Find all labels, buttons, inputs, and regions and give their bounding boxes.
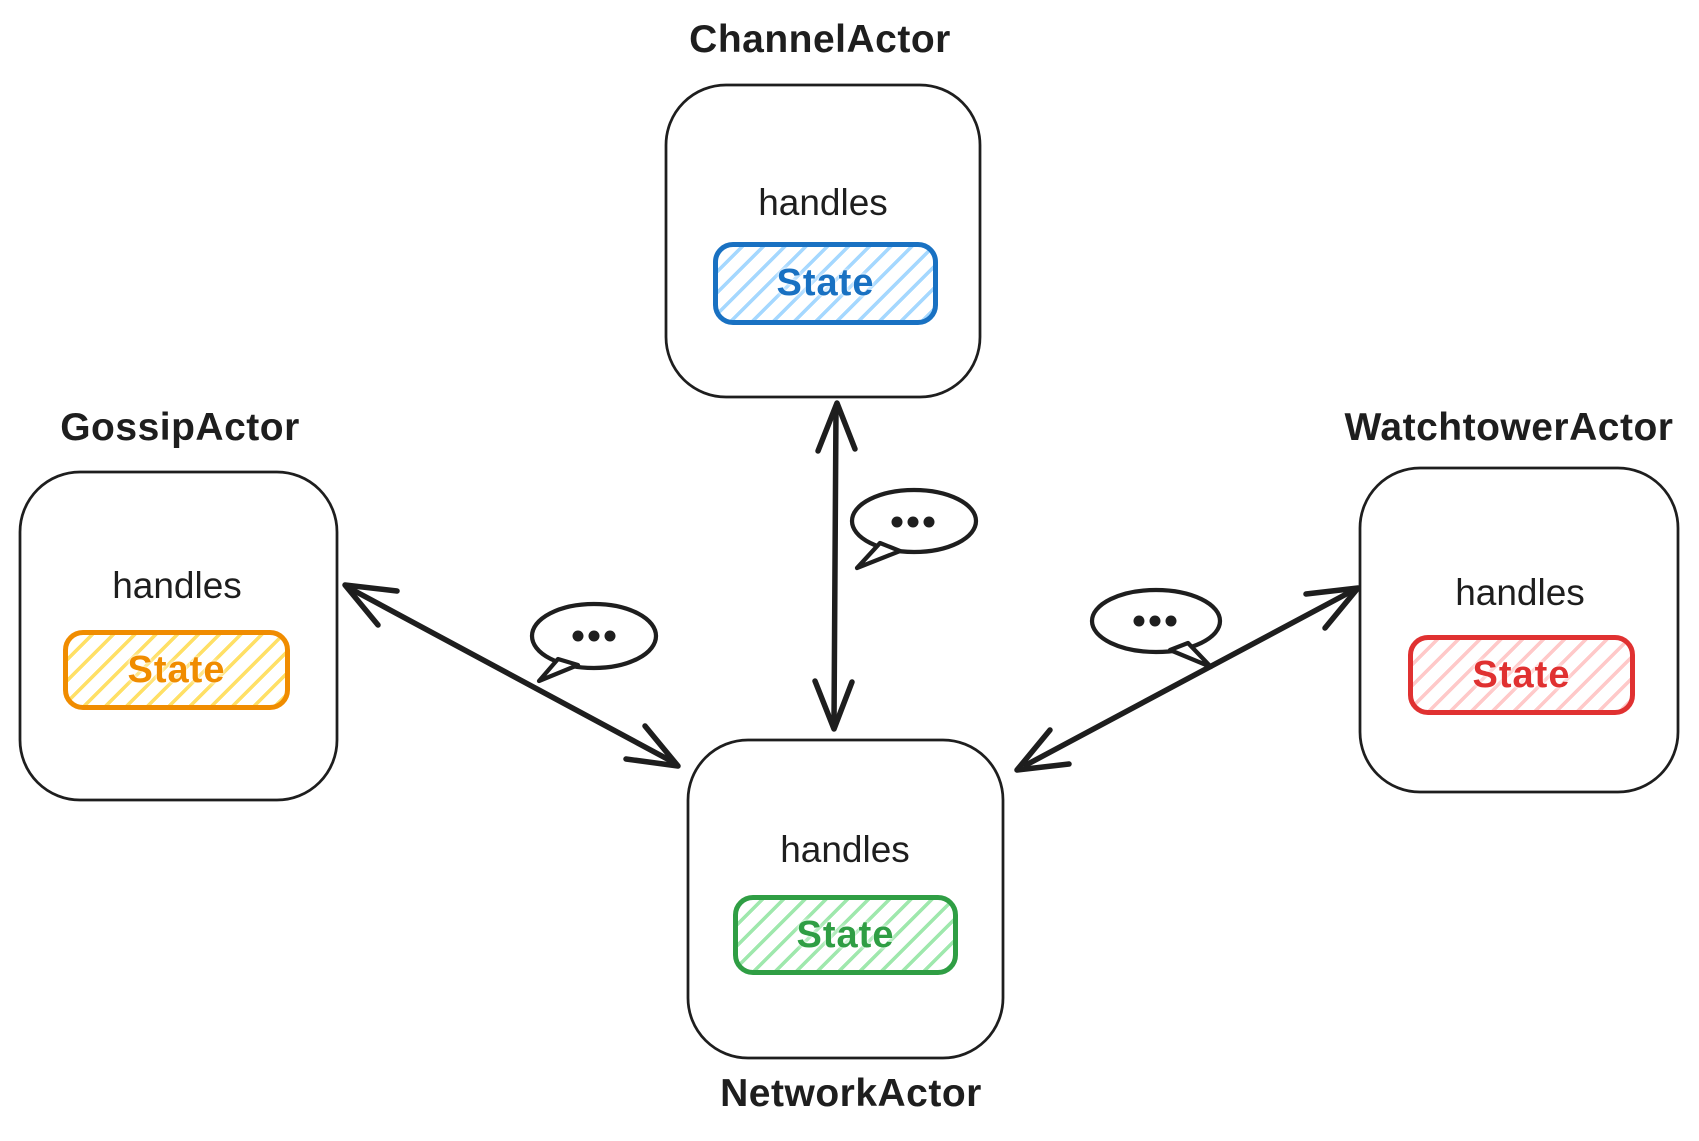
handles-label-networkactor: handles — [780, 829, 910, 870]
actor-title-channelactor: ChannelActor — [689, 18, 951, 61]
arrowhead-down-icon — [812, 678, 855, 732]
arrow-shaft — [348, 586, 676, 765]
arrowhead-up-icon — [815, 400, 858, 454]
actor-box-gossipactor — [18, 470, 339, 802]
state-label-watchtoweractor: State — [1472, 653, 1571, 696]
speech-bubble-tail — [1167, 640, 1214, 670]
ellipsis-dot — [572, 630, 584, 642]
actor-title-gossipactor: GossipActor — [60, 406, 300, 449]
state-label-networkactor: State — [796, 913, 895, 956]
arrowhead-downleft-icon — [1014, 727, 1072, 773]
state-box-channelactor: State — [713, 242, 938, 325]
actor-box-watchtoweractor — [1358, 466, 1680, 794]
state-label-gossipactor: State — [127, 648, 226, 691]
ellipsis-dot — [891, 516, 903, 528]
speech-bubble-tail — [536, 656, 581, 684]
ellipsis-dot — [923, 516, 935, 528]
message-bubble-channel — [849, 487, 979, 571]
ellipsis-dot — [1149, 615, 1161, 627]
message-bubble-gossip — [529, 601, 659, 684]
handles-label-gossipactor: handles — [112, 565, 242, 606]
arrow-shaft — [1023, 588, 1355, 768]
actor-box-networkactor — [686, 738, 1005, 1060]
state-box-gossipactor: State — [63, 630, 290, 710]
arrow-shaft — [831, 405, 839, 727]
arrowhead-upleft-icon — [342, 582, 400, 628]
arrowhead-upright-icon — [1303, 585, 1361, 631]
ellipsis-dot — [604, 630, 616, 642]
arrow-network-watchtower — [1014, 585, 1361, 773]
ellipsis-dot — [1133, 615, 1145, 627]
message-bubble-watchtower — [1089, 587, 1223, 670]
handles-label-watchtoweractor: handles — [1455, 572, 1585, 613]
ellipsis-dot — [907, 516, 919, 528]
state-box-watchtoweractor: State — [1408, 635, 1635, 715]
ellipsis-dot — [588, 630, 600, 642]
arrow-network-gossip — [342, 582, 681, 769]
speech-bubble-tail — [854, 540, 903, 571]
state-label-channelactor: State — [776, 262, 875, 304]
state-box-networkactor: State — [733, 895, 958, 975]
arrowhead-downright-icon — [623, 723, 681, 769]
arrow-network-channel — [812, 400, 858, 732]
actor-title-networkactor: NetworkActor — [720, 1072, 982, 1115]
ellipsis-dot — [1165, 615, 1177, 627]
actor-box-channelactor — [664, 83, 982, 399]
handles-label-channelactor: handles — [758, 182, 888, 223]
actor-title-watchtoweractor: WatchtowerActor — [1344, 406, 1674, 449]
